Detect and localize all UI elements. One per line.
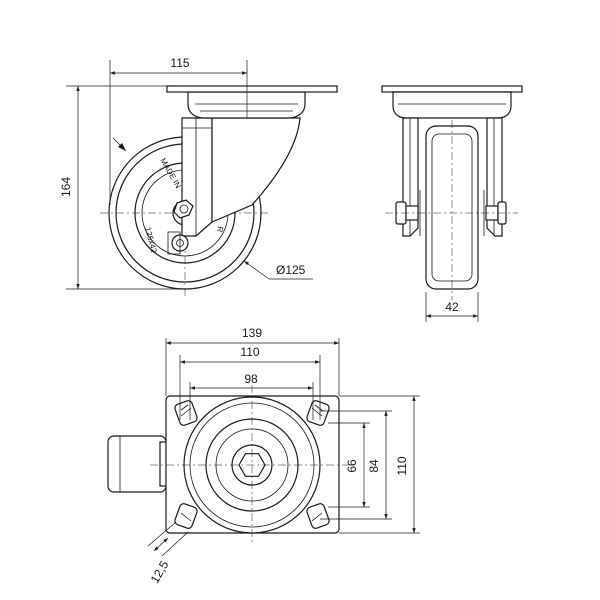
dimension-plate-width: 139 xyxy=(165,326,340,396)
side-view-swivel-head xyxy=(166,85,338,119)
front-view-top-plate xyxy=(381,85,523,93)
dimension-hole-spacing-outer-label: 110 xyxy=(240,345,259,359)
wheel-rim-marking: R xyxy=(215,226,225,233)
wheel-model-marking: 125x42 xyxy=(143,226,159,254)
front-view-wheel xyxy=(419,120,485,300)
dimension-wheel-diameter-label: Ø125 xyxy=(276,263,306,277)
dimension-hole-spacing-outer: 110 xyxy=(179,345,321,420)
dimension-wheel-diameter: Ø125 xyxy=(112,137,313,280)
top-view: 139 110 98 66 84 xyxy=(107,326,420,586)
top-view-swivel xyxy=(150,385,355,545)
dimension-height: 164 xyxy=(59,85,185,290)
dimension-vertical-inner-label: 66 xyxy=(345,459,359,473)
side-view-axle-nut xyxy=(173,199,194,219)
dimension-plate-width-label: 139 xyxy=(242,326,262,340)
dimension-top-width: 115 xyxy=(109,56,248,205)
dimension-hole-spacing-inner-label: 98 xyxy=(244,372,258,386)
top-view-bolt-slots xyxy=(174,400,330,529)
top-view-wheel xyxy=(107,435,169,493)
dimension-top-width-label: 115 xyxy=(170,56,189,70)
dimension-slot-width-label: 12,5 xyxy=(148,558,172,586)
bolt-slot-top-left xyxy=(174,400,198,426)
side-view-fork xyxy=(181,117,301,237)
dimension-vertical-mid-label: 84 xyxy=(367,459,381,473)
side-view: MADE IN 125x42 R 115 164 Ø125 xyxy=(59,56,338,298)
side-view-bolt xyxy=(167,231,189,255)
dimension-height-label: 164 xyxy=(59,177,73,197)
bolt-slot-bottom-right xyxy=(306,503,330,529)
bolt-slot-bottom-left xyxy=(174,503,198,529)
front-view: 42 xyxy=(381,85,523,322)
dimension-hole-spacing-inner: 98 xyxy=(189,372,314,420)
dimension-wheel-width: 42 xyxy=(425,292,479,322)
front-view-swivel-head xyxy=(392,91,512,119)
dimension-wheel-width-label: 42 xyxy=(445,300,459,314)
wheel-brand-marking: MADE IN xyxy=(158,157,183,191)
dimension-vertical-inner: 66 xyxy=(328,422,370,508)
front-view-axle xyxy=(385,201,518,225)
dimension-vertical-mid: 84 xyxy=(320,410,392,520)
dimension-plate-height: 110 xyxy=(339,395,420,534)
dimension-plate-height-label: 110 xyxy=(395,456,409,475)
